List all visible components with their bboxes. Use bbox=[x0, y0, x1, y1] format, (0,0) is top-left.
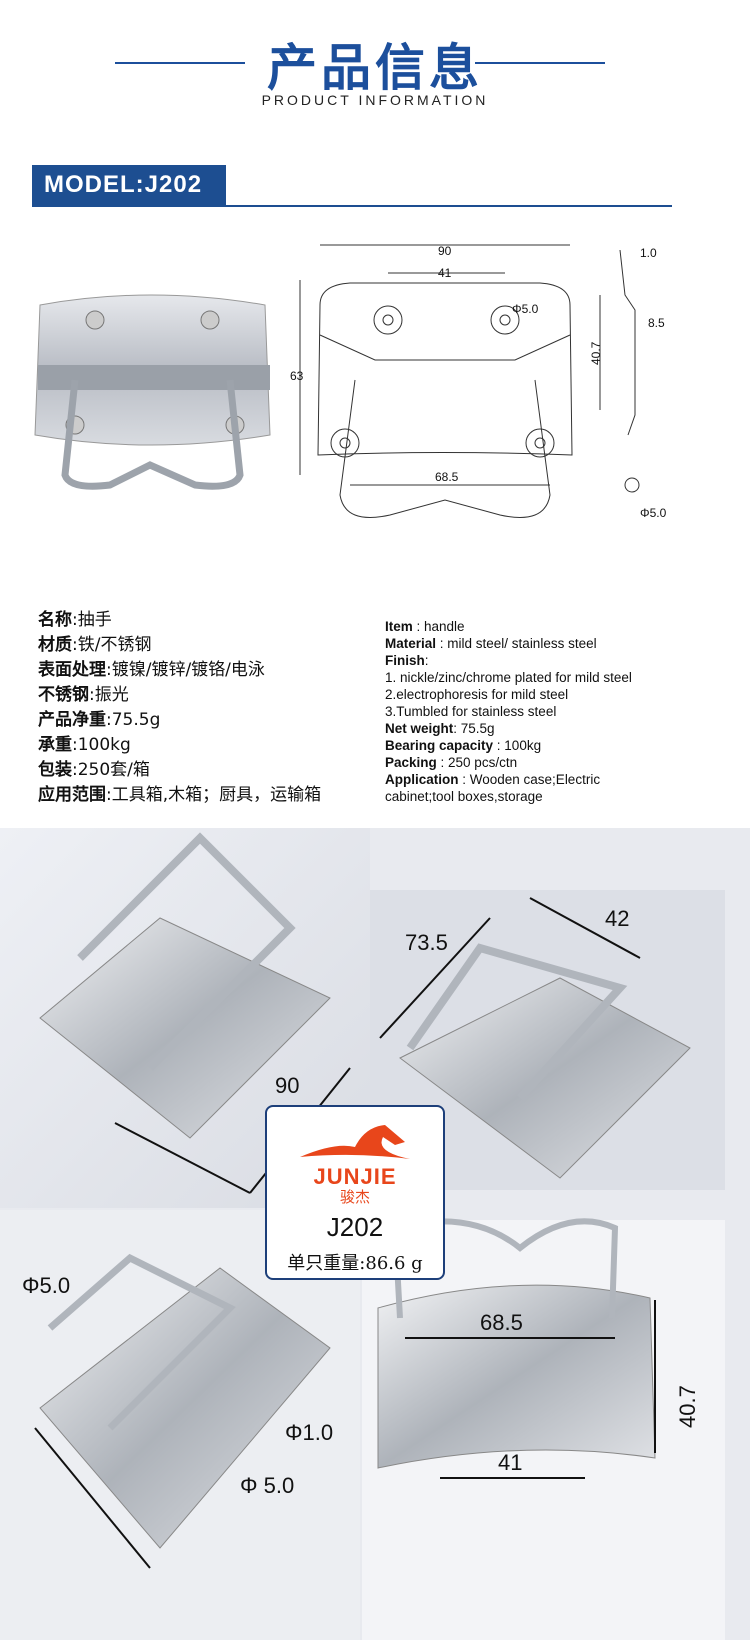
page-subtitle: PRODUCT INFORMATION bbox=[261, 92, 489, 108]
spec-key: 不锈钢 bbox=[38, 685, 89, 705]
spec-row-cn: 不锈钢:振光 bbox=[38, 683, 321, 708]
spec-value: :铁/不锈钢 bbox=[72, 635, 152, 655]
model-divider bbox=[32, 205, 672, 207]
brand-logo-card: JUNJIE 骏杰 J202 单只重量:86.6 g bbox=[265, 1105, 445, 1280]
spec-row-en: Application : Wooden case;Electric cabin… bbox=[385, 771, 655, 805]
dim-tr-b: 42 bbox=[605, 906, 629, 931]
spec-value: : 250 pcs/ctn bbox=[436, 755, 518, 770]
spec-key: Application bbox=[385, 772, 459, 787]
spec-row-en: Material : mild steel/ stainless steel bbox=[385, 635, 655, 652]
spec-key: 应用范围 bbox=[38, 785, 106, 805]
spec-row-en: Finish: bbox=[385, 652, 655, 669]
horse-logo-icon bbox=[300, 1125, 410, 1159]
spec-key: 产品净重 bbox=[38, 710, 106, 730]
spec-value: : 100kg bbox=[493, 738, 542, 753]
unit-weight: 单只重量:86.6 g bbox=[287, 1253, 423, 1274]
specs-chinese: 名称:抽手材质:铁/不锈钢表面处理:镀镍/镀锌/镀铬/电泳不锈钢:振光产品净重:… bbox=[38, 608, 321, 808]
dim-bl-wire: Φ5.0 bbox=[22, 1273, 70, 1298]
spec-value: 3.Tumbled for stainless steel bbox=[385, 704, 557, 719]
spec-value: :工具箱,木箱；厨具，运输箱 bbox=[106, 785, 322, 805]
spec-value: :75.5g bbox=[106, 710, 161, 730]
spec-key: 包装 bbox=[38, 760, 72, 780]
brand-name-cn: 骏杰 bbox=[339, 1188, 370, 1206]
dim-hole-dia: Φ5.0 bbox=[512, 302, 539, 316]
model-banner: MODEL:J202 bbox=[32, 165, 226, 205]
spec-row-cn: 包装:250套/箱 bbox=[38, 758, 321, 783]
spec-row-cn: 产品净重:75.5g bbox=[38, 708, 321, 733]
dim-tr-a: 73.5 bbox=[405, 930, 448, 955]
dim-bottom-span: 68.5 bbox=[435, 470, 459, 484]
page-title: 产品信息 bbox=[267, 39, 483, 97]
spec-value: : handle bbox=[412, 619, 465, 634]
spec-row-cn: 承重:100kg bbox=[38, 733, 321, 758]
spec-row-cn: 应用范围:工具箱,木箱；厨具，运输箱 bbox=[38, 783, 321, 808]
spec-value: :抽手 bbox=[72, 610, 112, 630]
title-divider-left bbox=[115, 62, 245, 64]
spec-key: 名称 bbox=[38, 610, 72, 630]
spec-row-cn: 表面处理:镀镍/镀锌/镀铬/电泳 bbox=[38, 658, 321, 683]
spec-key: Finish bbox=[385, 653, 425, 668]
dim-bl-hole: Φ 5.0 bbox=[240, 1473, 294, 1498]
dim-bl-thick: Φ1.0 bbox=[285, 1420, 333, 1445]
spec-value: : Wooden case;Electric cabinet;tool boxe… bbox=[385, 772, 601, 804]
spec-row-en: 3.Tumbled for stainless steel bbox=[385, 703, 655, 720]
product-image bbox=[34, 294, 271, 490]
spec-value: : 75.5g bbox=[453, 721, 495, 736]
spec-value: : bbox=[424, 653, 429, 668]
spec-key: Packing bbox=[385, 755, 437, 770]
dim-offset: 8.5 bbox=[648, 316, 665, 330]
dim-thickness: 1.0 bbox=[640, 246, 657, 260]
spec-row-en: 1. nickle/zinc/chrome plated for mild st… bbox=[385, 669, 655, 686]
dim-br-height: 40.7 bbox=[675, 1385, 700, 1428]
spec-value: :250套/箱 bbox=[72, 760, 150, 780]
spec-row-en: Net weight: 75.5g bbox=[385, 720, 655, 737]
spec-key: Material bbox=[385, 636, 437, 651]
spec-value: : mild steel/ stainless steel bbox=[436, 636, 597, 651]
spec-row-en: Packing : 250 pcs/ctn bbox=[385, 754, 655, 771]
spec-key: Item bbox=[385, 619, 413, 634]
dim-height: 63 bbox=[290, 369, 304, 383]
dim-width: 90 bbox=[438, 244, 452, 258]
dim-wire-dia: Φ5.0 bbox=[640, 506, 667, 520]
spec-key: 表面处理 bbox=[38, 660, 106, 680]
spec-row-en: Bearing capacity : 100kg bbox=[385, 737, 655, 754]
dim-tl-width: 90 bbox=[275, 1073, 299, 1098]
spec-value: :镀镍/镀锌/镀铬/电泳 bbox=[106, 660, 265, 680]
spec-row-cn: 材质:铁/不锈钢 bbox=[38, 633, 321, 658]
spec-row-en: 2.electrophoresis for mild steel bbox=[385, 686, 655, 703]
spec-value: 1. nickle/zinc/chrome plated for mild st… bbox=[385, 670, 632, 685]
title-divider-right bbox=[475, 62, 605, 64]
spec-value: :振光 bbox=[89, 685, 129, 705]
dim-hole-spacing: 41 bbox=[438, 266, 452, 280]
dim-br-holes: 41 bbox=[498, 1450, 522, 1475]
spec-key: Net weight bbox=[385, 721, 454, 736]
spec-key: 材质 bbox=[38, 635, 72, 655]
spec-row-cn: 名称:抽手 bbox=[38, 608, 321, 633]
dim-br-span: 68.5 bbox=[480, 1310, 523, 1335]
logo-model: J202 bbox=[326, 1212, 384, 1242]
technical-drawing: 90 41 63 Φ5.0 68.5 1.0 8.5 40.7 Φ5.0 bbox=[290, 244, 667, 520]
spec-row-en: Item : handle bbox=[385, 618, 655, 635]
spec-key: 承重 bbox=[38, 735, 72, 755]
spec-value: :100kg bbox=[72, 735, 131, 755]
dim-side-height: 40.7 bbox=[589, 341, 603, 365]
brand-name: JUNJIE bbox=[313, 1164, 397, 1189]
spec-key: Bearing capacity bbox=[385, 738, 494, 753]
spec-value: 2.electrophoresis for mild steel bbox=[385, 687, 569, 702]
